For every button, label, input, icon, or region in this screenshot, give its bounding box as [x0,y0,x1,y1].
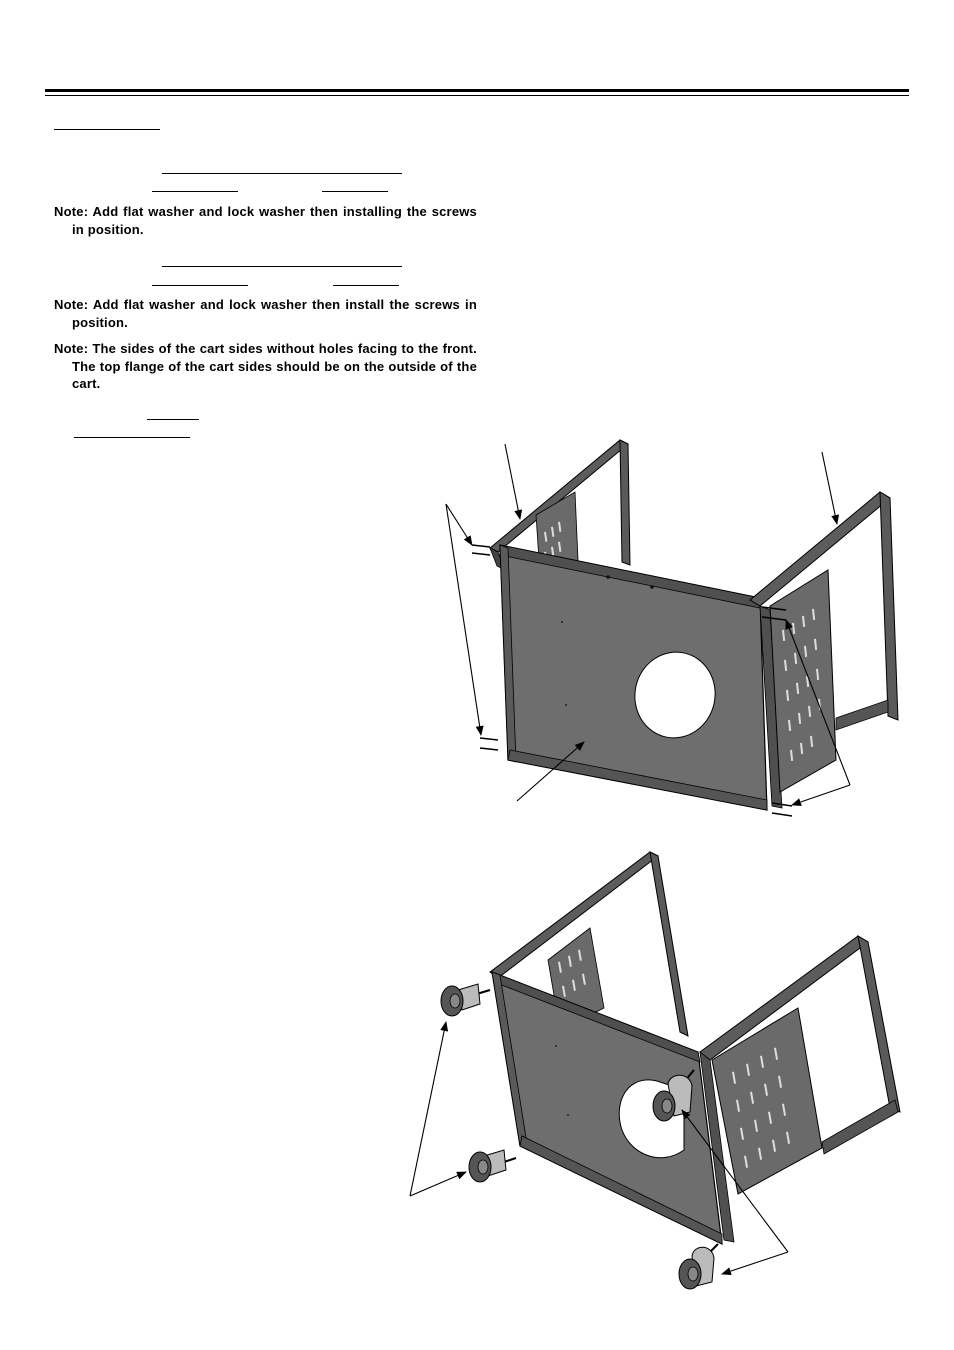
parts-underline [333,285,399,286]
note-cart-sides: Note: The sides of the cart sides withou… [54,341,477,391]
parts-underline [147,419,199,420]
vent-slots [782,608,822,761]
header-rule-thick [45,89,909,92]
caster-installation-figure [409,851,901,1290]
caster-wheel-icon [652,1069,695,1122]
vent-slots [543,521,562,562]
leader-arrows [445,443,851,806]
vent-slots [557,949,586,997]
vent-slots [732,1047,791,1168]
right-side-frame [749,491,899,809]
back-panel [491,971,723,1246]
parts-underline [322,191,388,192]
step-heading-underline [54,129,160,130]
caster-wheel-icon [678,1243,719,1290]
parts-underline [152,285,248,286]
note-washer-1: Note: Add flat washer and lock washer th… [54,204,477,237]
cart-frame-assembly-figure [445,439,899,817]
right-side-frame [699,935,901,1243]
screws [471,544,793,817]
header-rule-thin [45,95,909,96]
caster-wheel-icon [468,1149,517,1183]
note-washer-2: Note: Add flat washer and lock washer th… [54,297,477,330]
leader-arrows [409,1021,789,1275]
parts-underline [152,191,238,192]
parts-underline [162,173,402,174]
parts-underline [162,266,402,267]
caster-wheel-icon [440,983,491,1017]
back-panel [499,544,768,811]
parts-underline [74,437,190,438]
